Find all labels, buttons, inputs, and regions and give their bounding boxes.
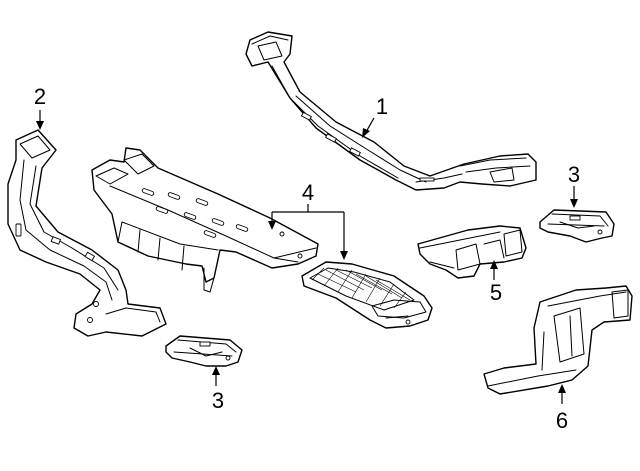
callout-4: 4 — [302, 180, 314, 205]
leader-lines — [36, 110, 578, 404]
callout-3-right: 3 — [568, 162, 580, 187]
part-3-bracket-right — [539, 209, 615, 243]
part-1-duct — [245, 31, 537, 191]
callout-1: 1 — [376, 94, 388, 119]
callout-2: 2 — [34, 84, 46, 109]
part-4-duct-right — [301, 261, 433, 329]
callout-6: 6 — [556, 408, 568, 433]
callout-3-left: 3 — [212, 388, 224, 413]
part-6-duct — [483, 285, 633, 395]
part-2-duct — [7, 129, 167, 337]
part-4-duct-left — [91, 147, 319, 293]
part-5-duct — [417, 225, 527, 279]
part-3-bracket-left — [165, 335, 243, 367]
callout-5: 5 — [490, 280, 502, 305]
